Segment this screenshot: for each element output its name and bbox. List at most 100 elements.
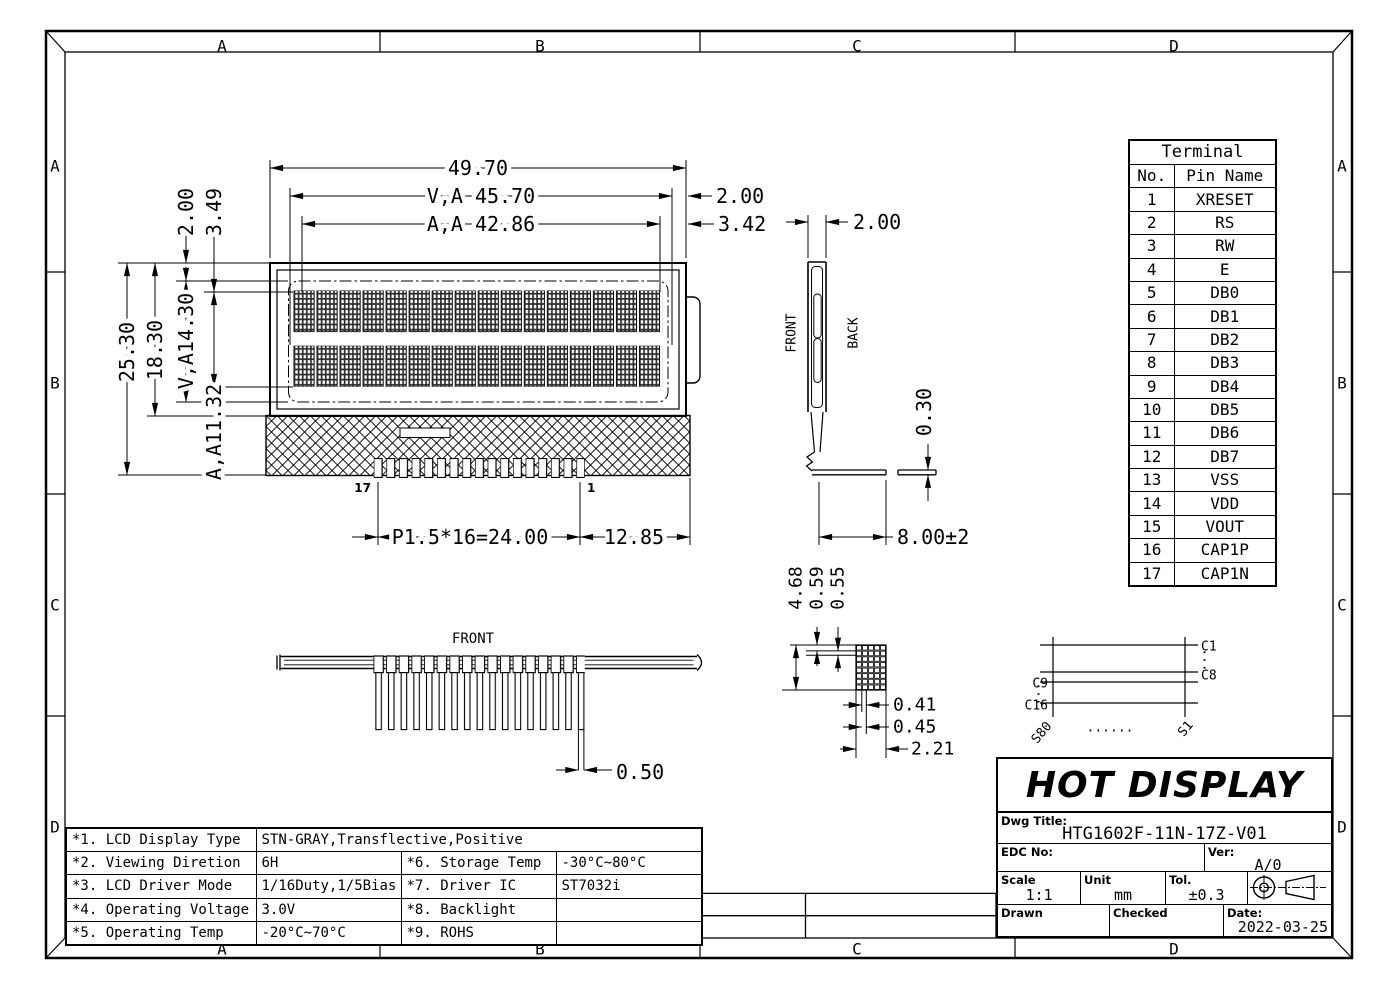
spec-table-extension-cells bbox=[700, 892, 997, 938]
table-row: *4. Operating Voltage 3.0V *8. Backlight bbox=[65, 897, 703, 922]
glass-capsule-1 bbox=[813, 293, 822, 339]
dim-dot-pitch-v: 0.59 bbox=[807, 566, 828, 609]
dim-dot-width: 0.41 bbox=[893, 695, 936, 716]
label-c1: C1 bbox=[1201, 640, 1217, 655]
scale-value: 1:1 bbox=[1025, 885, 1053, 904]
pcb-slot bbox=[399, 427, 451, 438]
dim-overall-width: 49.70 bbox=[448, 156, 508, 180]
lcd-front-view bbox=[265, 262, 701, 478]
table-row: No. Pin Name bbox=[1128, 163, 1277, 189]
spec-value bbox=[555, 920, 703, 946]
terminal-pin: VSS bbox=[1173, 468, 1277, 493]
dim-tail-length: 8.00±2 bbox=[897, 525, 969, 549]
side-extension-lines-bottom bbox=[818, 480, 887, 545]
spec-label: *4. Operating Voltage bbox=[65, 897, 257, 922]
terminal-no: 6 bbox=[1128, 304, 1175, 329]
rail-right-cap bbox=[696, 653, 703, 672]
spec-label: *9. ROHS bbox=[400, 920, 557, 946]
scale-row: Scale 1:1 Unit mm Tol. ±0.3 bbox=[998, 871, 1331, 905]
spec-value: STN-GRAY,Transflective,Positive bbox=[255, 827, 703, 853]
terminal-no: 10 bbox=[1128, 397, 1175, 423]
signature-row: Drawn Checked Date: 2022-03-25 bbox=[998, 905, 1331, 936]
cell-extension-lines-left bbox=[782, 644, 856, 691]
glass-capsule-2 bbox=[813, 338, 822, 383]
zone-label-top-a: A bbox=[217, 37, 227, 56]
connector-view-texts: FRONT 0.50 bbox=[452, 631, 664, 784]
frame-corner-diagonals bbox=[45, 30, 1353, 959]
dim-dot-pitch-h: 0.45 bbox=[893, 717, 936, 738]
zone-label-top-c: C bbox=[852, 37, 862, 56]
dim-right-margin2: 3.42 bbox=[718, 212, 766, 236]
pin-bend-hook bbox=[805, 451, 815, 472]
terminal-no: 1 bbox=[1128, 187, 1175, 212]
spec-value: -30°C~80°C bbox=[555, 851, 703, 876]
terminal-no: 4 bbox=[1128, 257, 1175, 282]
dim-va-width: V,A 45.70 bbox=[427, 184, 535, 208]
terminal-pin: DB6 bbox=[1173, 421, 1277, 446]
tolerance-cell: Tol. ±0.3 bbox=[1165, 871, 1247, 904]
seg-ellipsis: ...... bbox=[1087, 721, 1134, 736]
terminal-pin: RW bbox=[1173, 234, 1277, 259]
com-seg-diagram bbox=[1040, 637, 1198, 717]
extension-lines-top bbox=[269, 160, 687, 345]
pin-foot-continuation bbox=[897, 469, 937, 476]
zone-label-bottom-d: D bbox=[1169, 940, 1179, 959]
zone-label-right-c: C bbox=[1337, 596, 1347, 615]
dwg-title-value: HTG1602F-11N-17Z-V01 bbox=[1062, 824, 1267, 845]
spec-value bbox=[555, 897, 703, 922]
frame-zone-labels: A B C D A B C D A B C D A B C D bbox=[50, 37, 1347, 959]
version-cell: Ver: A/0 bbox=[1204, 843, 1331, 874]
terminal-pin: DB4 bbox=[1173, 374, 1277, 399]
rail-left-cap bbox=[276, 654, 281, 671]
terminal-pin: DB1 bbox=[1173, 304, 1277, 329]
terminal-no: 13 bbox=[1128, 468, 1175, 493]
front-view-dimensions bbox=[118, 160, 714, 545]
c1-c8-ellipsis: ... bbox=[1200, 648, 1215, 671]
cell-dot-matrix bbox=[855, 644, 887, 691]
pin-taper bbox=[810, 411, 824, 453]
spec-label: *2. Viewing Diretion bbox=[65, 851, 257, 876]
pin-label-1: 1 bbox=[587, 481, 595, 495]
side-view-texts: 2.00 FRONT BACK 0.30 8.00±2 bbox=[785, 210, 970, 549]
terminal-col-no: No. bbox=[1128, 163, 1175, 189]
zone-label-right-b: B bbox=[1337, 374, 1347, 393]
terminal-pin: XRESET bbox=[1173, 187, 1277, 212]
label-s80: S80 bbox=[1029, 719, 1056, 747]
table-row: *3. LCD Driver Mode 1/16Duty,1/5Bias *7.… bbox=[65, 874, 703, 899]
zone-label-bottom-a: A bbox=[217, 940, 227, 959]
terminal-pin: VDD bbox=[1173, 491, 1277, 516]
terminal-no: 16 bbox=[1128, 538, 1175, 563]
terminal-pin: CAP1P bbox=[1173, 538, 1277, 563]
date-value: 2022-03-25 bbox=[1237, 918, 1328, 936]
side-extension-lines-top bbox=[807, 215, 827, 258]
edc-no-cell: EDC No: bbox=[998, 844, 1204, 871]
terminal-pin: DB2 bbox=[1173, 327, 1277, 353]
tolerance-label: Tol. bbox=[1169, 872, 1192, 887]
terminal-no: 2 bbox=[1128, 210, 1175, 236]
dim-side-thickness: 2.00 bbox=[853, 210, 901, 234]
frame-zone-ticks bbox=[46, 31, 1352, 958]
spec-label: *5. Operating Temp bbox=[65, 920, 257, 946]
zone-label-left-c: C bbox=[50, 596, 60, 615]
company-logo: HOT DISPLAY bbox=[998, 759, 1331, 814]
terminal-col-pin: Pin Name bbox=[1173, 163, 1277, 189]
drawn-cell: Drawn bbox=[998, 905, 1109, 936]
table-row: *5. Operating Temp -20°C~70°C *9. ROHS bbox=[65, 920, 703, 946]
title-block: HOT DISPLAY Dwg Title: HTG1602F-11N-17Z-… bbox=[996, 757, 1333, 938]
seg-lines bbox=[1052, 637, 1186, 717]
spec-value: 1/16Duty,1/5Bias bbox=[255, 874, 402, 899]
spec-value: 6H bbox=[255, 851, 402, 876]
dim-total-height: 25.30 bbox=[115, 322, 139, 382]
dwg-title-label: Dwg Title: bbox=[1001, 814, 1068, 829]
side-tab bbox=[686, 296, 701, 384]
terminal-pin: VOUT bbox=[1173, 514, 1277, 540]
label-s1: S1 bbox=[1175, 718, 1197, 740]
dwg-title-row: Dwg Title: HTG1602F-11N-17Z-V01 bbox=[998, 813, 1331, 844]
